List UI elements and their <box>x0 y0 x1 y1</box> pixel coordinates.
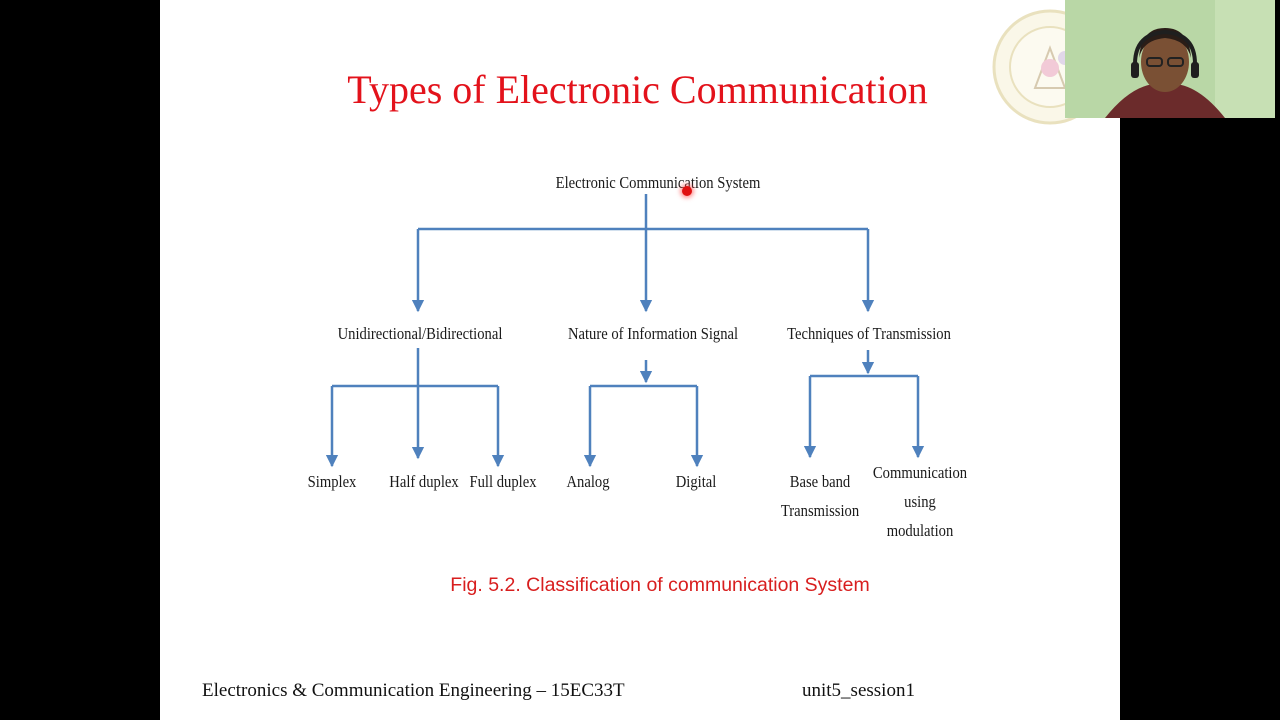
footer-course: Electronics & Communication Engineering … <box>202 680 625 701</box>
slide: Types of Electronic Communication Electr… <box>160 0 1120 720</box>
laser-pointer <box>682 186 692 196</box>
category-node-signal-nature: Nature of Information Signal <box>567 324 739 343</box>
category-node-transmission-technique: Techniques of Transmission <box>787 324 951 343</box>
figure-caption: Fig. 5.2. Classification of communicatio… <box>450 574 870 596</box>
leaf-node-full-duplex: Full duplex <box>469 472 537 491</box>
leaf-node-simplex: Simplex <box>307 472 357 491</box>
diagram-connectors <box>325 194 925 468</box>
leaf-node-analog: Analog <box>566 472 610 491</box>
root-node: Electronic Communication System <box>555 173 761 192</box>
leaf-node-digital: Digital <box>675 472 717 491</box>
leaf-node-modulation: Communication using modulation <box>872 463 968 540</box>
leaf-node-baseband: Base band Transmission <box>780 472 860 520</box>
category-node-direction: Unidirectional/Bidirectional <box>337 324 503 343</box>
slide-title: Types of Electronic Communication <box>347 67 928 112</box>
presenter-webcam-icon <box>1065 0 1275 118</box>
leaf-node-half-duplex: Half duplex <box>389 472 459 491</box>
footer-session: unit5_session1 <box>802 680 915 701</box>
classification-diagram <box>325 194 925 468</box>
